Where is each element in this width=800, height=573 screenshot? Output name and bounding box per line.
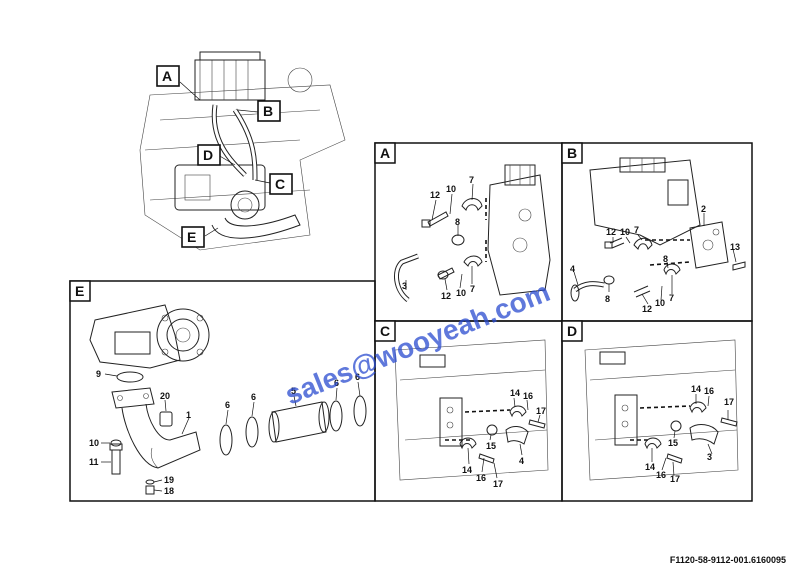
callout-B: B (257, 100, 281, 122)
svg-text:A: A (380, 145, 390, 161)
svg-text:2: 2 (701, 204, 706, 214)
svg-text:13: 13 (730, 242, 740, 252)
overview-machine (139, 51, 346, 251)
svg-text:10: 10 (456, 288, 466, 298)
svg-text:7: 7 (634, 225, 639, 235)
callout-C: C (269, 173, 293, 195)
svg-text:8: 8 (663, 254, 668, 264)
panel-B-drawing: 2 12 10 7 13 4 8 12 10 7 8 (570, 157, 746, 314)
svg-text:12: 12 (642, 304, 652, 314)
callout-E: E (181, 226, 205, 248)
svg-text:14: 14 (645, 462, 655, 472)
panel-E-tab: E (69, 280, 91, 302)
svg-text:16: 16 (656, 470, 666, 480)
svg-text:6: 6 (355, 372, 360, 382)
svg-text:17: 17 (724, 397, 734, 407)
panel-C-tab: C (374, 320, 396, 342)
svg-text:17: 17 (493, 479, 503, 489)
panel-A-drawing: 12 10 7 8 3 12 10 7 (394, 164, 551, 302)
svg-text:14: 14 (510, 388, 520, 398)
svg-text:10: 10 (446, 184, 456, 194)
svg-text:1: 1 (186, 410, 191, 420)
svg-text:D: D (567, 323, 577, 339)
svg-text:3: 3 (402, 281, 407, 291)
svg-text:16: 16 (704, 386, 714, 396)
svg-text:C: C (275, 176, 285, 192)
svg-text:7: 7 (470, 284, 475, 294)
panel-E-frame (69, 280, 376, 502)
svg-text:19: 19 (164, 475, 174, 485)
svg-text:17: 17 (536, 406, 546, 416)
drawing-code: F1120-58-9112-001.6160095 (669, 555, 786, 565)
svg-text:6: 6 (334, 378, 339, 388)
svg-text:E: E (75, 283, 84, 299)
svg-text:9: 9 (96, 369, 101, 379)
svg-text:11: 11 (89, 457, 99, 467)
svg-text:14: 14 (462, 465, 472, 475)
panel-A-tab: A (374, 142, 396, 164)
svg-text:B: B (263, 103, 273, 119)
svg-text:18: 18 (164, 486, 174, 496)
panel-D-tab: D (561, 320, 583, 342)
panel-D-drawing: 14 16 15 17 14 16 17 3 (584, 339, 739, 484)
svg-text:8: 8 (605, 294, 610, 304)
svg-text:6: 6 (225, 400, 230, 410)
svg-text:A: A (162, 68, 172, 84)
svg-text:20: 20 (160, 391, 170, 401)
callout-A: A (156, 65, 180, 87)
panel-B-tab: B (561, 142, 583, 164)
svg-text:5: 5 (291, 386, 296, 396)
svg-text:14: 14 (691, 384, 701, 394)
svg-text:8: 8 (455, 217, 460, 227)
svg-text:10: 10 (620, 227, 630, 237)
svg-text:15: 15 (668, 438, 678, 448)
svg-text:7: 7 (469, 175, 474, 185)
svg-text:12: 12 (606, 227, 616, 237)
svg-text:D: D (203, 147, 213, 163)
panel-E-drawing: 9 20 1 6 6 5 6 6 10 11 19 18 (89, 304, 367, 496)
svg-text:7: 7 (669, 293, 674, 303)
svg-text:12: 12 (441, 291, 451, 301)
svg-text:10: 10 (655, 298, 665, 308)
svg-text:6: 6 (251, 392, 256, 402)
panel-D-frame (561, 320, 753, 502)
svg-text:C: C (380, 323, 390, 339)
svg-text:3: 3 (707, 452, 712, 462)
svg-text:12: 12 (430, 190, 440, 200)
svg-text:10: 10 (89, 438, 99, 448)
svg-text:4: 4 (519, 456, 524, 466)
svg-text:4: 4 (570, 264, 575, 274)
panel-C-drawing: 14 16 15 17 14 16 17 4 (394, 339, 549, 489)
svg-text:16: 16 (476, 473, 486, 483)
svg-text:B: B (567, 145, 577, 161)
svg-text:17: 17 (670, 474, 680, 484)
svg-text:15: 15 (486, 441, 496, 451)
svg-text:E: E (187, 229, 196, 245)
svg-text:16: 16 (523, 391, 533, 401)
callout-D: D (197, 144, 221, 166)
